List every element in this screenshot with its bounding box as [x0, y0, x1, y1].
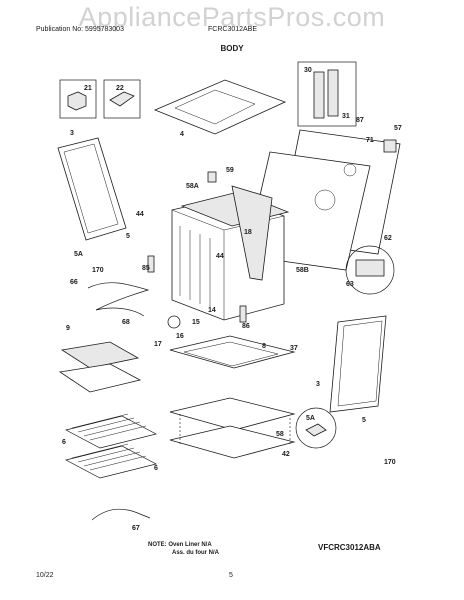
part-box-21[interactable]: [59, 79, 97, 119]
storage-drawer[interactable]: [169, 397, 296, 459]
callout: 21: [84, 85, 92, 92]
callout: 18: [244, 229, 252, 236]
leveling-leg[interactable]: [295, 407, 337, 449]
part-59[interactable]: [207, 171, 217, 183]
terminal-block[interactable]: [345, 245, 395, 295]
callout: 62: [384, 235, 392, 242]
callout: 170: [384, 459, 396, 466]
callout: 14: [208, 307, 216, 314]
part-box-22[interactable]: [103, 79, 141, 119]
callout: 71: [366, 137, 374, 144]
top-panel[interactable]: [153, 79, 287, 135]
callout: 6: [62, 439, 66, 446]
callout: 4: [180, 131, 184, 138]
broil-pan[interactable]: [58, 341, 142, 393]
callout: 58: [276, 431, 284, 438]
side-panel-right[interactable]: [329, 315, 387, 413]
callout: 42: [282, 451, 290, 458]
callout: 5: [362, 417, 366, 424]
diagram-code: VFCRC3012ABA: [318, 543, 381, 552]
callout: 9: [66, 325, 70, 332]
callout: 66: [70, 279, 78, 286]
callout: 5A: [306, 415, 315, 422]
note-line-en: NOTE: Oven Liner N/A: [148, 542, 212, 548]
callout: 31: [342, 113, 350, 120]
callout: 86: [242, 323, 250, 330]
oven-liner-note: NOTE: Oven Liner N/A Ass. du four N/A: [148, 541, 219, 557]
callout: 17: [154, 341, 162, 348]
side-panel-left[interactable]: [57, 137, 127, 241]
insulation[interactable]: [180, 185, 290, 281]
callout: 58A: [186, 183, 199, 190]
publication-number: Publication No: 5995783003: [36, 26, 124, 33]
oven-racks[interactable]: [65, 413, 157, 479]
callout: 87: [356, 117, 364, 124]
note-line-fr: Ass. du four N/A: [172, 550, 220, 556]
watermark: AppliancePartsPros.com: [78, 2, 386, 32]
callout: 15: [192, 319, 200, 326]
callouts: 21 22 3 4 30 31 87 71 57 59 58A 44 18 5 …: [62, 67, 402, 532]
callout: 30: [304, 67, 312, 74]
callout: 5A: [74, 251, 83, 258]
section-title: BODY: [220, 44, 244, 53]
callout: 6: [154, 465, 158, 472]
callout: 3: [316, 381, 320, 388]
callout: 3: [70, 130, 74, 137]
callout: 59: [226, 167, 234, 174]
callout: 58B: [296, 267, 309, 274]
callout: 5: [126, 233, 130, 240]
callout: 37: [290, 345, 298, 352]
callout: 63: [346, 281, 354, 288]
callout: 44: [136, 211, 144, 218]
part-16[interactable]: [167, 315, 181, 329]
page-number: 5: [229, 572, 233, 579]
callout: 67: [132, 525, 140, 532]
callout: 8: [262, 343, 266, 350]
callout: 85: [142, 265, 150, 272]
part-box-30[interactable]: [297, 61, 357, 127]
callout: 44: [216, 253, 224, 260]
part-86[interactable]: [239, 305, 247, 323]
bake-element[interactable]: [87, 282, 150, 317]
cooktop-pan[interactable]: [169, 335, 296, 369]
callout: 170: [92, 267, 104, 274]
footer-date: 10/22: [36, 572, 54, 579]
callout: 22: [116, 85, 124, 92]
callout: 57: [394, 125, 402, 132]
callout: 68: [122, 319, 130, 326]
broil-element[interactable]: [91, 508, 151, 521]
model-number: FCRC3012ABE: [208, 26, 258, 33]
callout: 16: [176, 333, 184, 340]
part-57[interactable]: [383, 139, 397, 153]
part-85[interactable]: [147, 255, 155, 273]
